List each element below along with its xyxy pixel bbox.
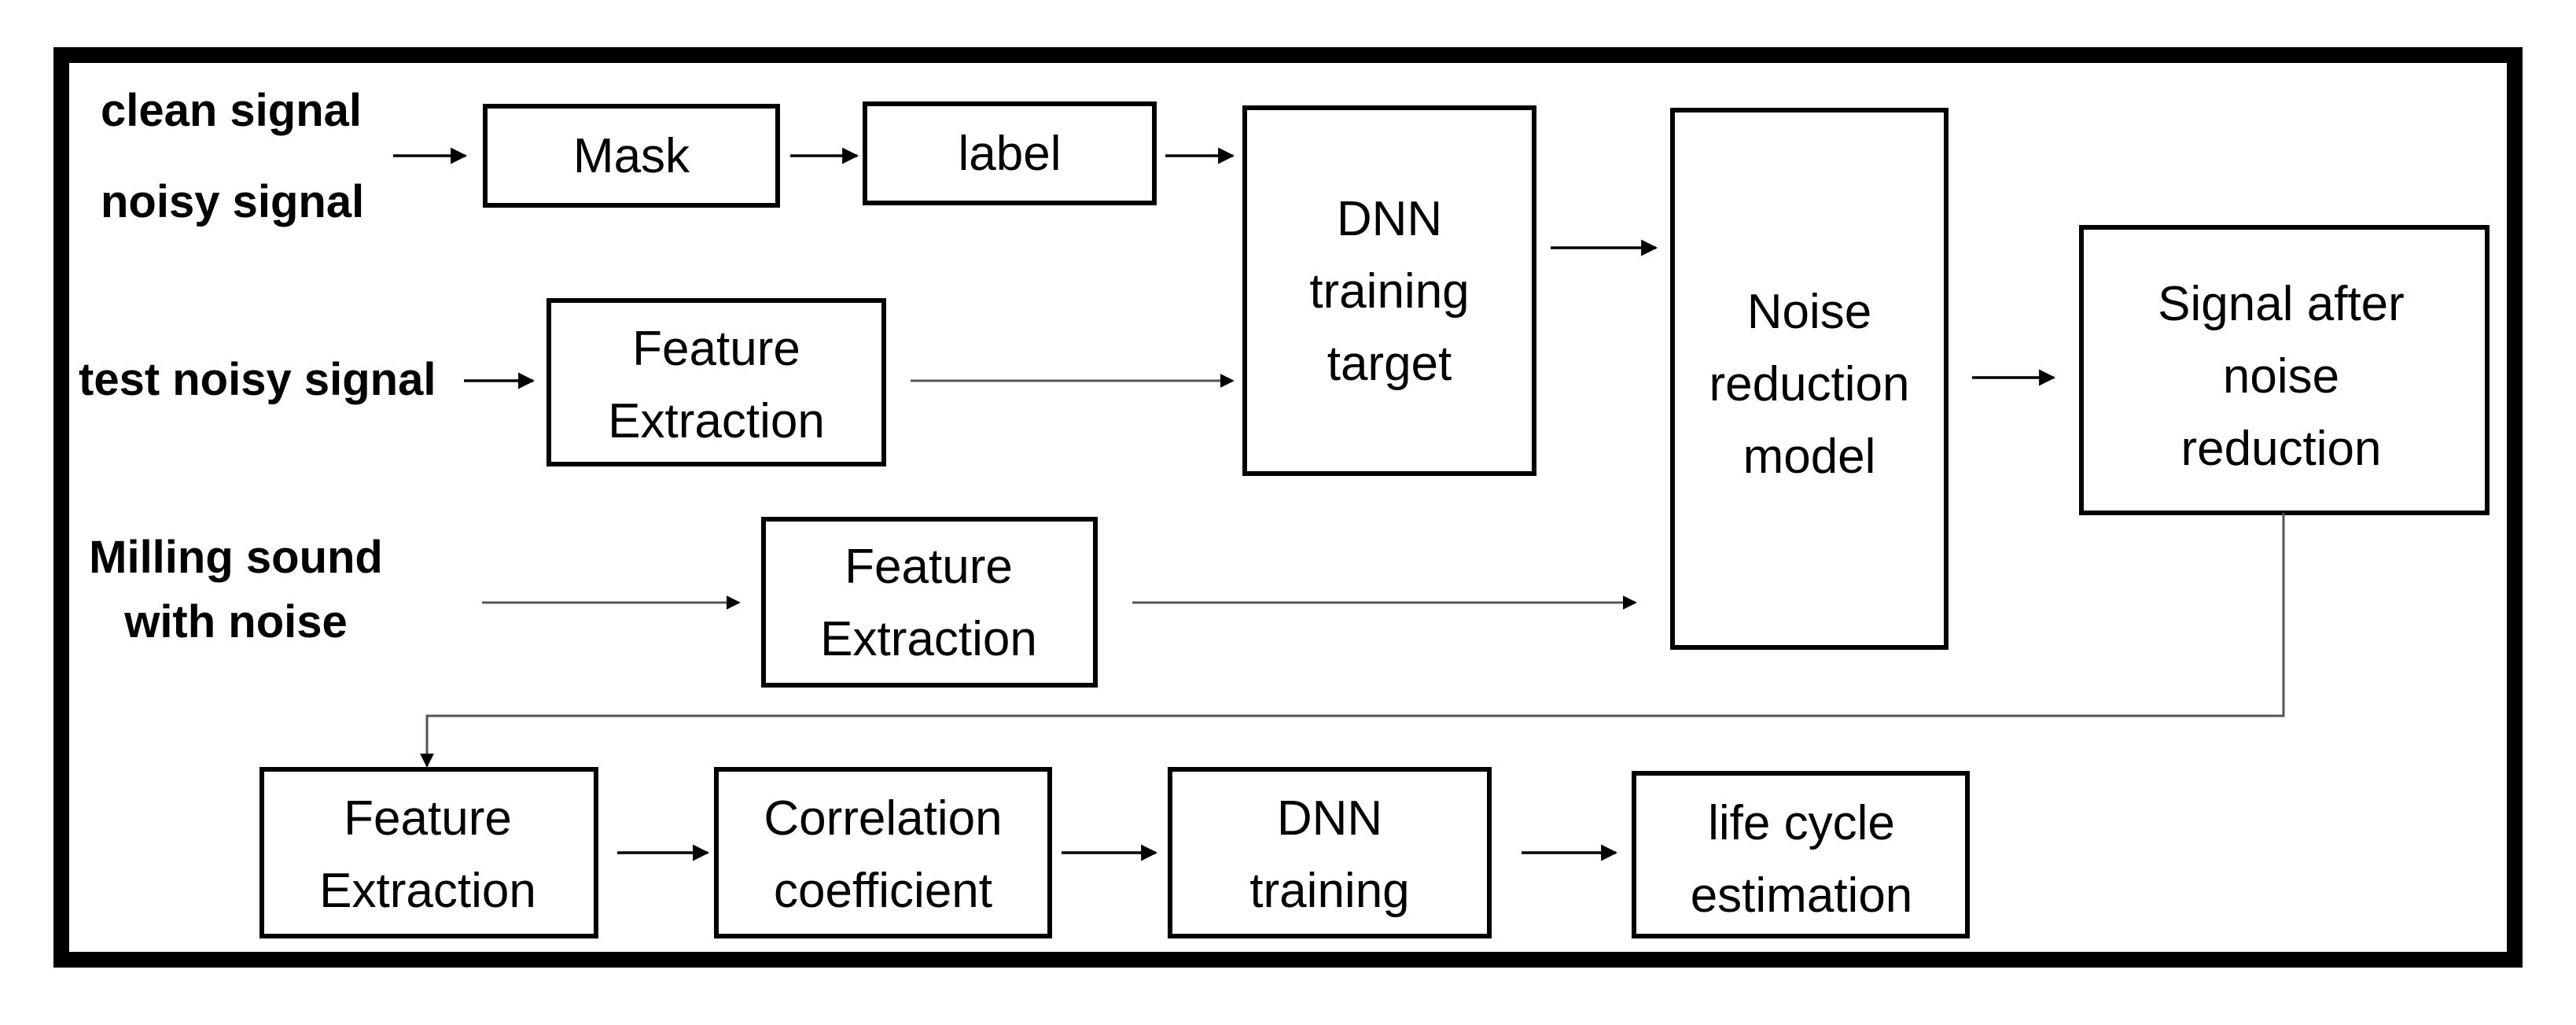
dnn-training-target-label-line: target [1327, 337, 1452, 391]
arrow-signal-after-to-feature [420, 513, 2285, 768]
input-milling-sound-line1: Milling sound [89, 532, 383, 583]
life-cycle-estimation-box: life cycle estimation [1632, 771, 1970, 938]
correlation-coefficient-box: Correlation coefficient [714, 767, 1052, 938]
life-cycle-estimation-label-line: life cycle [1708, 796, 1895, 850]
signal-after-noise-reduction-label-line: Signal after [2158, 277, 2405, 331]
correlation-coefficient-label-line: coefficient [774, 864, 992, 918]
noise-reduction-model-label-line: Noise [1747, 285, 1872, 339]
mask-box: Mask [483, 104, 780, 208]
dnn-training-target-box: DNN training target [1242, 105, 1536, 476]
signal-after-noise-reduction-box: Signal after noise reduction [2079, 225, 2490, 515]
dnn-training-target-label-line: DNN [1337, 192, 1442, 246]
correlation-coefficient-label-line: Correlation [764, 791, 1002, 846]
input-test-noisy-signal: test noisy signal [79, 354, 436, 405]
signal-after-noise-reduction-label-line: noise [2223, 349, 2339, 404]
dnn-training-label-line: DNN [1277, 791, 1382, 846]
noise-reduction-model-label-line: reduction [1709, 357, 1909, 411]
feature-extraction-3-label-line: Feature [344, 791, 512, 846]
dnn-training-box: DNN training [1168, 767, 1492, 938]
life-cycle-estimation-label-line: estimation [1691, 868, 1913, 923]
feature-extraction-1-label-line: Feature [632, 322, 800, 376]
feature-extraction-1-label-line: Extraction [608, 394, 825, 448]
label-label-line: label [959, 127, 1062, 181]
feature-extraction-2-label-line: Extraction [820, 612, 1037, 666]
feature-extraction-3-label-line: Extraction [319, 864, 536, 918]
input-clean-signal: clean signal [101, 85, 362, 136]
signal-after-noise-reduction-label-line: reduction [2180, 422, 2381, 476]
noise-reduction-model-box: Noise reduction model [1670, 108, 1949, 650]
noise-reduction-model-label-line: model [1743, 430, 1876, 484]
dnn-training-label-line: training [1249, 864, 1409, 918]
input-milling-sound-line2: with noise [123, 596, 348, 647]
feature-extraction-2-label-line: Feature [845, 540, 1013, 594]
label-box: label [863, 101, 1157, 205]
mask-label-line: Mask [573, 129, 690, 183]
dnn-training-target-label-line: training [1309, 264, 1469, 319]
input-noisy-signal: noisy signal [101, 176, 364, 227]
